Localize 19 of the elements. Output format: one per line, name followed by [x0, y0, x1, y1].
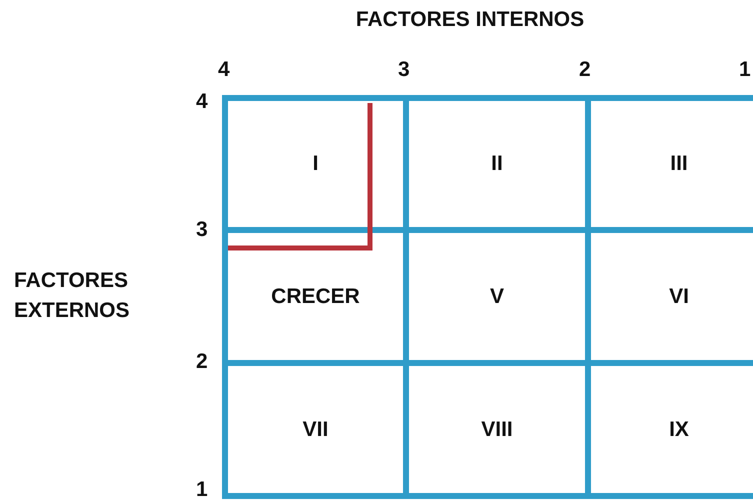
axis-tick-label: 4 — [218, 58, 230, 82]
quadrant-label: IX — [669, 418, 689, 442]
quadrant-label: VIII — [481, 418, 513, 442]
quadrant-label: V — [490, 284, 504, 308]
axis-tick-label: 1 — [196, 478, 208, 500]
axis-tick-label: 3 — [398, 58, 410, 82]
axis-tick-label: 4 — [196, 90, 208, 114]
axis-title: FACTORES EXTERNOS — [14, 268, 131, 324]
quadrant-label: III — [670, 152, 688, 176]
axis-tick-label: 2 — [579, 58, 591, 82]
axis-tick-label: 1 — [739, 58, 751, 82]
quadrant-label: CRECER — [271, 284, 360, 308]
quadrant-label: VII — [302, 418, 328, 442]
axis-tick-label: 3 — [196, 218, 208, 242]
axis-tick-label: 2 — [196, 350, 208, 374]
axis-title: FACTORES INTERNOS — [356, 8, 584, 32]
quadrant-label: I — [312, 152, 318, 176]
quadrant-label: VI — [669, 284, 689, 308]
quadrant-label: II — [491, 152, 503, 176]
